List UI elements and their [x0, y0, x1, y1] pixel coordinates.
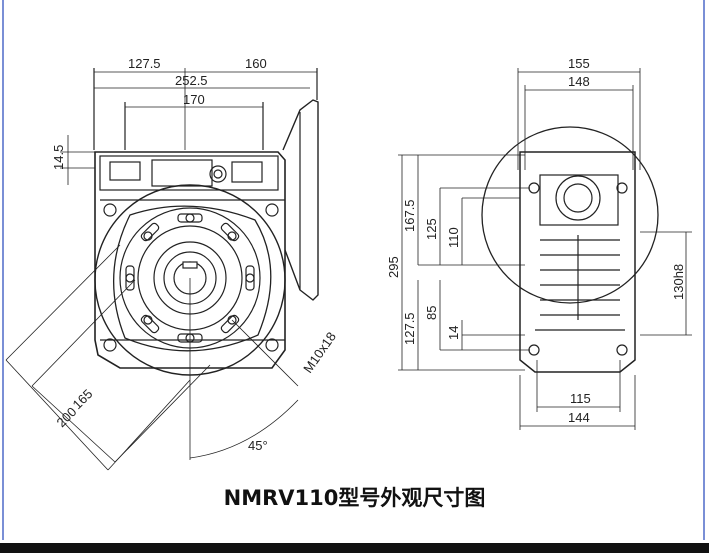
side-view	[398, 68, 692, 430]
dim-45-deg: 45°	[248, 438, 268, 453]
dim-155: 155	[568, 56, 590, 71]
figure-caption: NMRV110型号外观尺寸图	[223, 486, 486, 510]
dim-130h8: 130h8	[671, 264, 686, 300]
dim-110: 110	[446, 227, 461, 248]
dim-127-5-side: 127.5	[402, 312, 417, 345]
dim-144: 144	[568, 410, 590, 425]
dim-165: 165	[70, 386, 96, 412]
bottom-bar	[0, 543, 709, 553]
dim-170: 170	[183, 92, 205, 107]
dim-115: 115	[570, 391, 591, 406]
dim-127-5-top: 127.5	[128, 56, 161, 71]
front-view	[5, 68, 319, 471]
dim-14-5: 14.5	[51, 145, 66, 170]
dim-14: 14	[446, 326, 461, 340]
dim-167-5: 167.5	[402, 199, 417, 232]
dim-148: 148	[568, 74, 590, 89]
dim-85: 85	[424, 306, 439, 320]
dim-125: 125	[424, 218, 439, 240]
dim-160: 160	[245, 56, 267, 71]
dim-252-5: 252.5	[175, 73, 208, 88]
dim-295: 295	[386, 256, 401, 278]
dim-m10x18: M10x18	[300, 329, 339, 375]
